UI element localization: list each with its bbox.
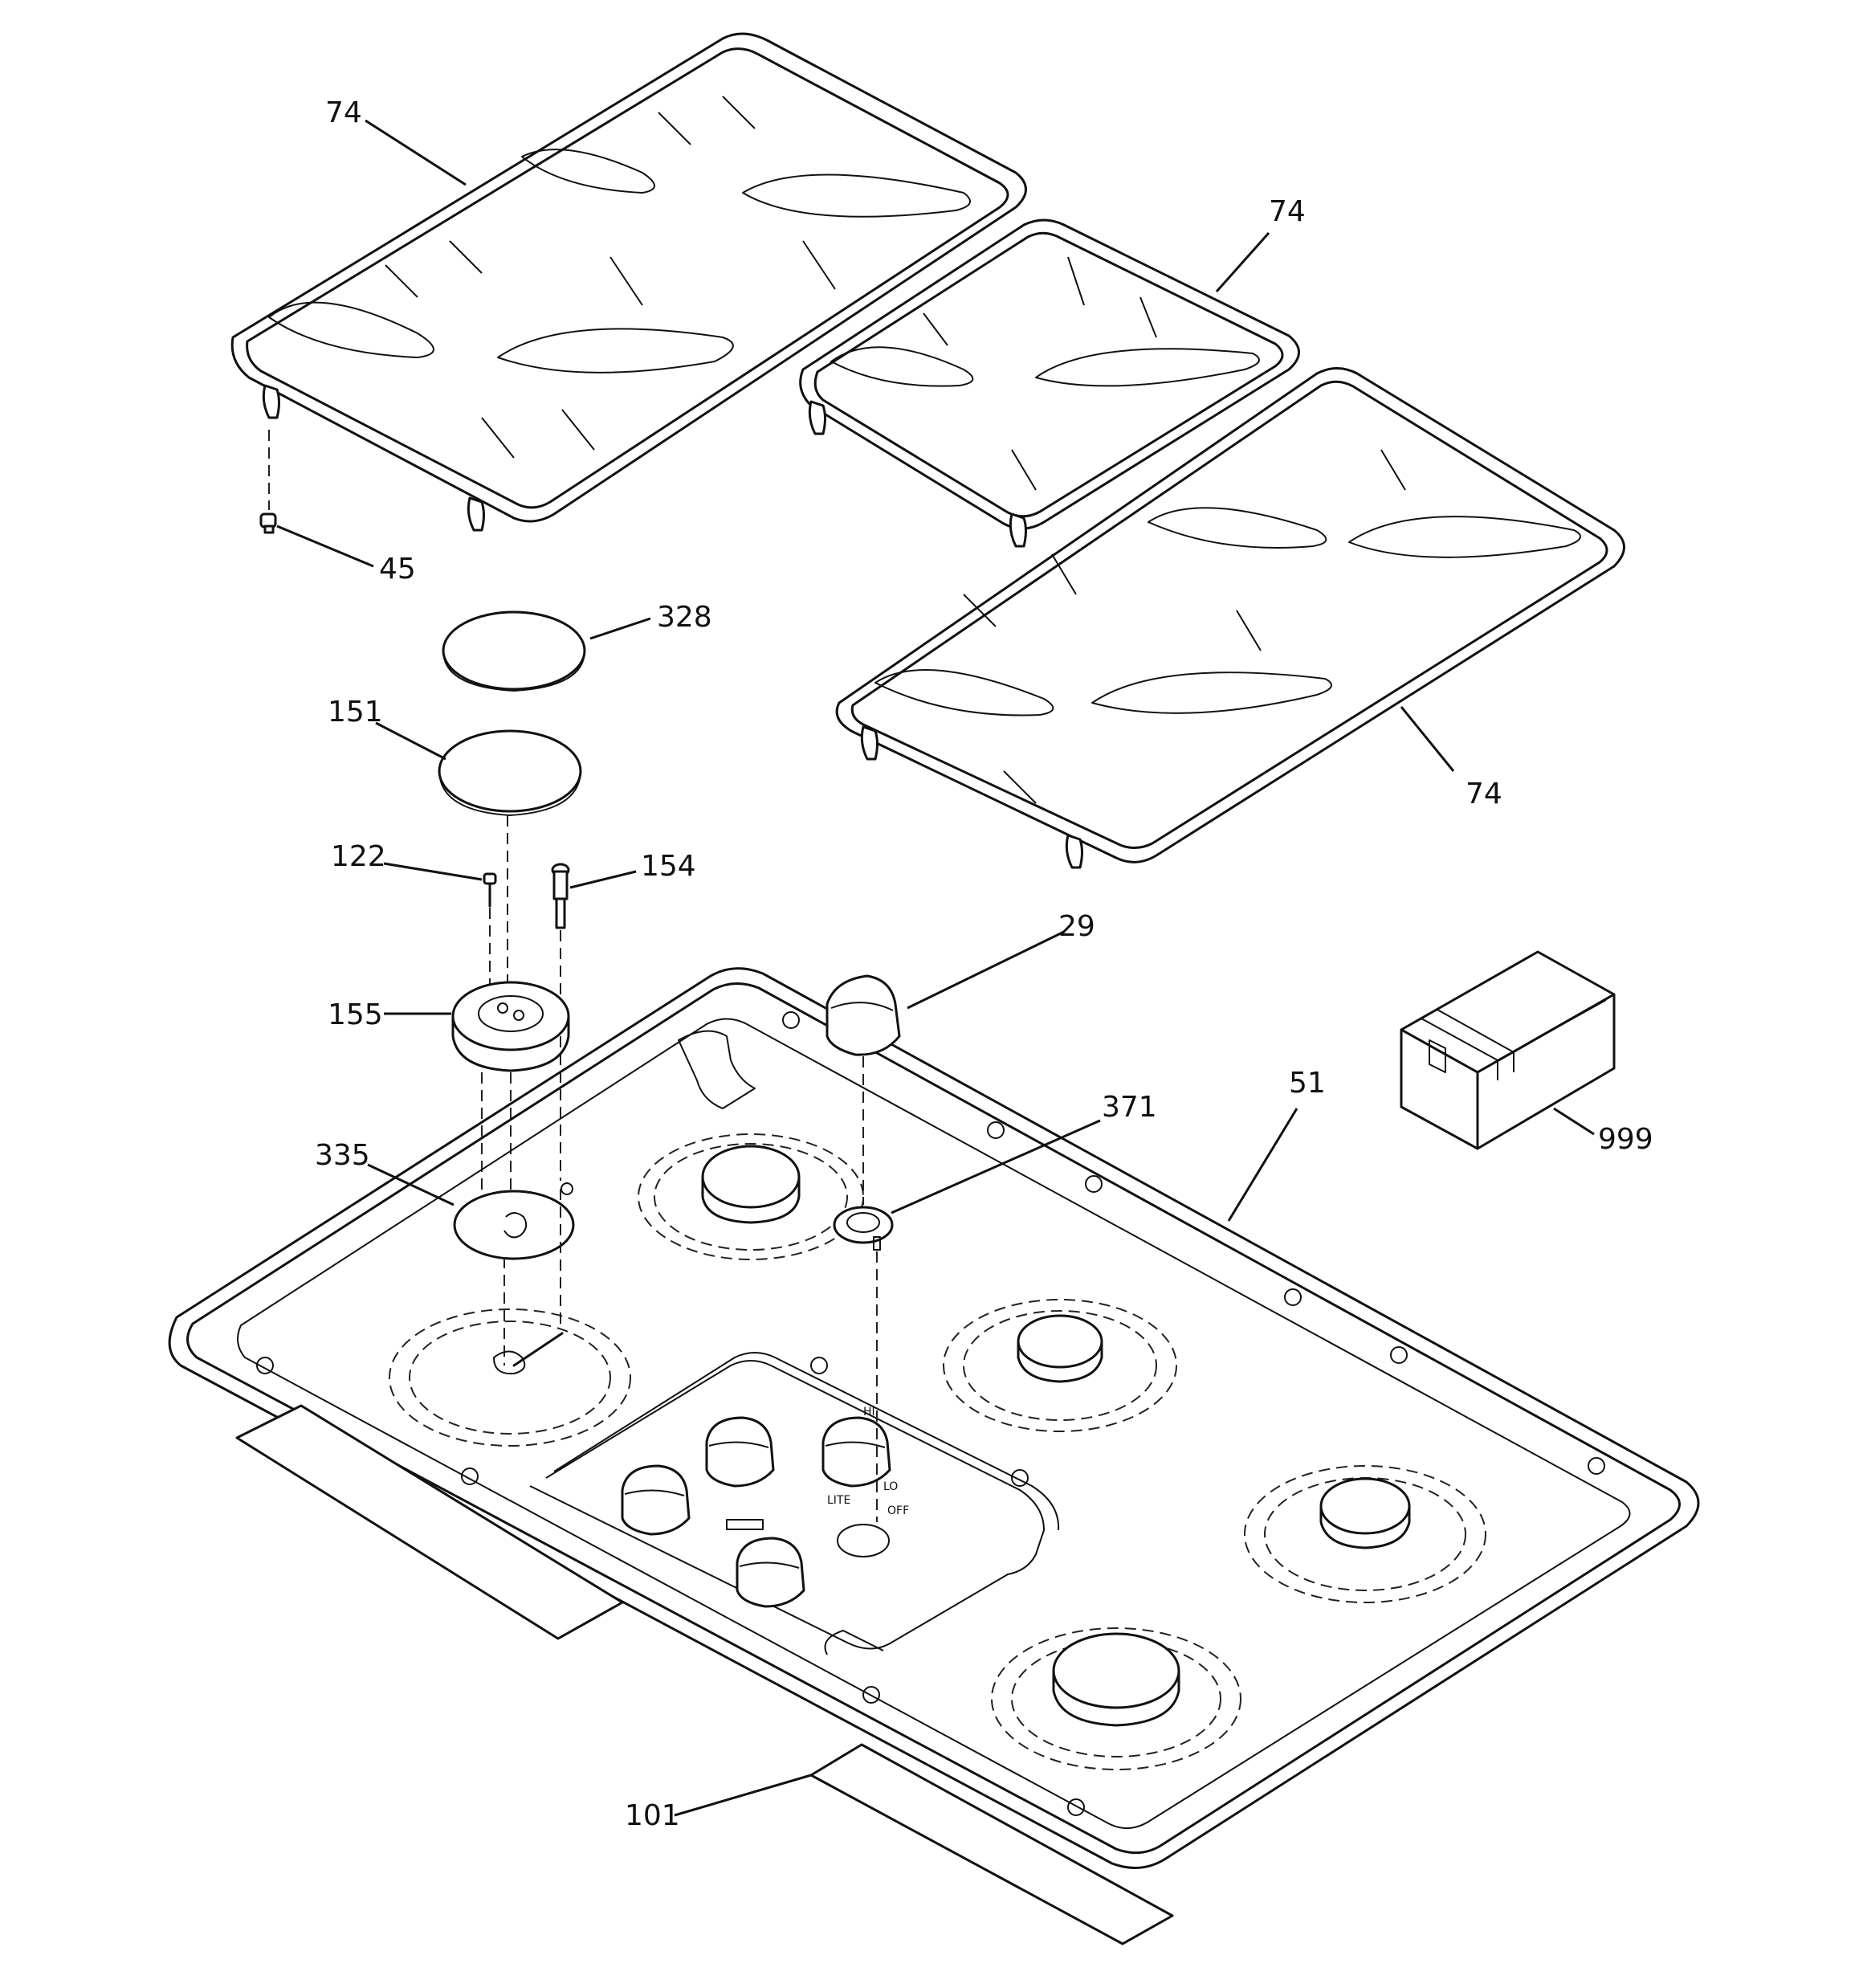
- callout-cooktop-body: 51: [1289, 1067, 1326, 1100]
- burner-cap-large: [438, 729, 582, 992]
- callout-grate-right: 74: [1466, 778, 1502, 810]
- burner-cap-small: [442, 610, 586, 692]
- callout-igniter-electrode: 154: [641, 850, 696, 883]
- callout-literature-box: 999: [1598, 1123, 1653, 1156]
- surface-burner-center: [943, 1299, 1177, 1432]
- marking-hi: HI: [863, 1406, 875, 1419]
- literature-box: [1400, 950, 1616, 1150]
- knob-socket: [837, 1524, 890, 1557]
- control-panel: HI LO LITE OFF: [621, 1406, 909, 1608]
- surface-burner-rear-left: [638, 1133, 864, 1260]
- surface-burner-right: [1244, 1465, 1486, 1603]
- surface-burner-left: [389, 1308, 631, 1447]
- callout-burner-base-plate: 335: [315, 1139, 370, 1172]
- callout-grate-foot: 45: [379, 553, 416, 586]
- surface-burner-front: [991, 1627, 1241, 1770]
- grate-middle: [799, 218, 1300, 548]
- label-plate: [726, 1519, 764, 1530]
- callouts: 74 74 74 45 328 151 122 154 155 335 29 3…: [315, 96, 1653, 1832]
- callout-knob-ring: 371: [1102, 1091, 1157, 1124]
- callout-burner-cap-large: 151: [328, 696, 383, 729]
- burner-head: [451, 981, 570, 1221]
- igniter-electrode: [551, 863, 570, 1181]
- knob-front-center: [736, 1537, 805, 1608]
- callout-control-knob: 29: [1058, 910, 1095, 943]
- screw: [483, 872, 497, 996]
- burner-base-plate: [453, 1182, 575, 1365]
- knob-rear-right: [821, 1416, 891, 1488]
- callout-burner-head: 155: [328, 998, 383, 1031]
- mounting-holes: [256, 1011, 1605, 1816]
- control-knob: [826, 974, 901, 1205]
- knob-rear-left: [705, 1416, 775, 1488]
- grate-right: [835, 367, 1625, 869]
- callout-grate-top-left: 74: [325, 96, 362, 129]
- marking-off: OFF: [887, 1504, 909, 1517]
- callout-screw: 122: [331, 840, 386, 873]
- cooktop-body: [168, 967, 1700, 1869]
- knob-front-left: [621, 1464, 691, 1536]
- grate-foot: [259, 430, 277, 534]
- leader-lines: [276, 119, 1595, 1817]
- callout-grate-middle: 74: [1269, 195, 1306, 228]
- gasket-right: [809, 1743, 1174, 1945]
- callout-gasket: 101: [625, 1799, 680, 1832]
- knob-ring: [833, 1206, 894, 1522]
- gasket-left: [235, 1404, 624, 1640]
- callout-burner-cap-small: 328: [657, 601, 712, 634]
- marking-lo: LO: [883, 1480, 898, 1493]
- marking-lite: LITE: [827, 1494, 850, 1507]
- grate-top-left: [230, 32, 1027, 532]
